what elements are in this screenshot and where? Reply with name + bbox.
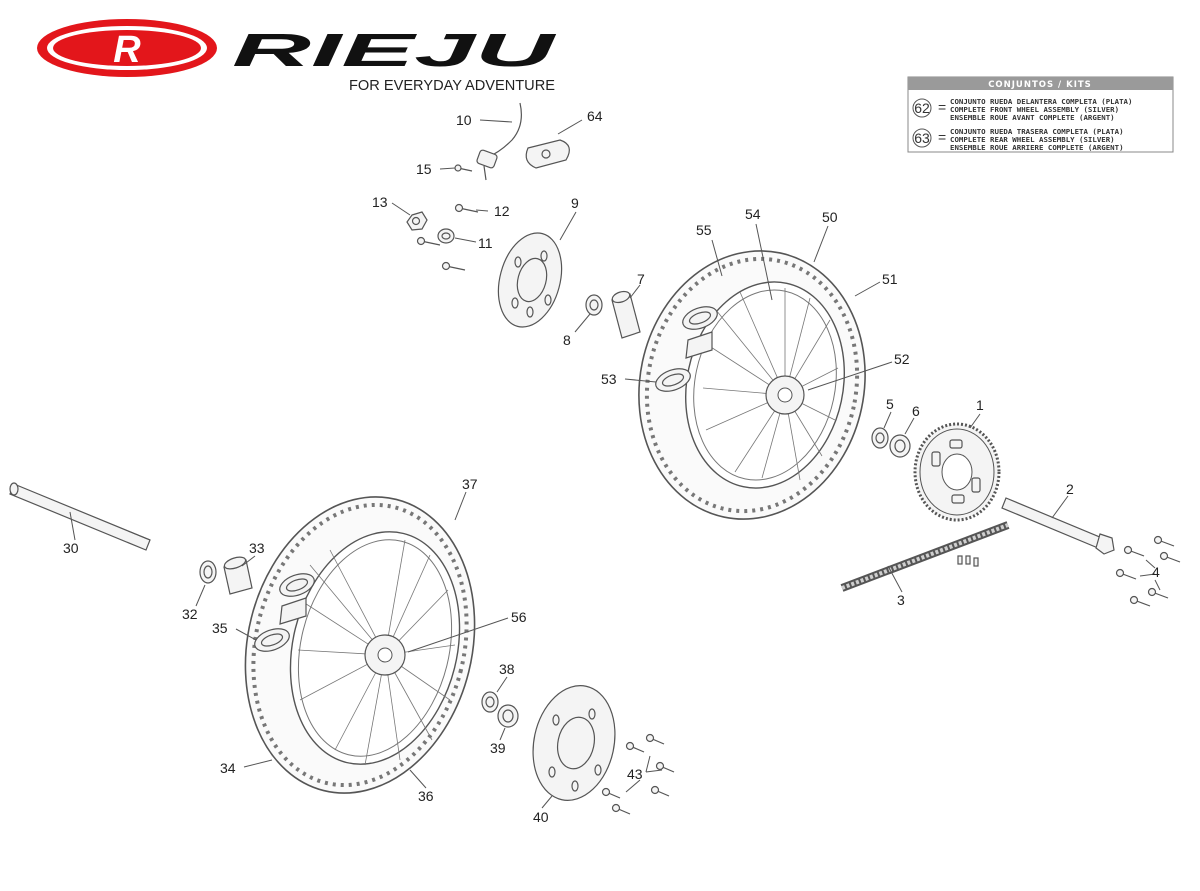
kit-desc-line: COMPLETE REAR WHEEL ASSEMBLY (SILVER) [950, 135, 1115, 144]
part-label-7: 7 [637, 271, 645, 287]
kit-desc-line: ENSEMBLE ROUE ARRIERE COMPLETE (ARGENT) [950, 143, 1124, 152]
part-label-64: 64 [587, 108, 603, 124]
brand-name: RIEJU [232, 24, 558, 76]
part-label-36: 36 [418, 788, 434, 804]
logo-mark-letter: R [113, 29, 141, 71]
part-label-12: 12 [494, 203, 510, 219]
part-label-30: 30 [63, 540, 79, 556]
part-label-40: 40 [533, 809, 549, 825]
part-label-32: 32 [182, 606, 198, 622]
part-label-37: 37 [462, 476, 478, 492]
rear-sprocket [913, 422, 1001, 522]
part-label-55: 55 [696, 222, 712, 238]
part-label-13: 13 [372, 194, 388, 210]
part-label-4: 4 [1152, 564, 1160, 580]
upper-spacers [585, 290, 641, 339]
part-label-50: 50 [822, 209, 838, 225]
front-axle [9, 482, 151, 551]
front-spacers [199, 556, 253, 595]
brand-tagline: FOR EVERYDAY ADVENTURE [349, 77, 555, 94]
part-label-1: 1 [976, 397, 984, 413]
kit-desc-line: CONJUNTO RUEDA DELANTERA COMPLETA (PLATA… [950, 97, 1132, 106]
part-label-9: 9 [571, 195, 579, 211]
kit-equals-sign: = [938, 129, 946, 145]
part-label-34: 34 [220, 760, 236, 776]
kit-equals-sign: = [938, 99, 946, 115]
part-label-35: 35 [212, 620, 228, 636]
part-label-39: 39 [490, 740, 506, 756]
part-label-3: 3 [897, 592, 905, 608]
sprocket-bolts [1115, 535, 1181, 607]
front-wheel-assembly [244, 496, 476, 794]
part-label-43: 43 [627, 766, 643, 782]
kit-desc-line: COMPLETE FRONT WHEEL ASSEMBLY (SILVER) [950, 105, 1119, 114]
part-label-51: 51 [882, 271, 898, 287]
kit-number: 62 [914, 100, 930, 116]
part-label-10: 10 [456, 112, 472, 128]
rear-wheel-assembly [638, 250, 866, 520]
drive-chain [840, 521, 1010, 592]
part-label-53: 53 [601, 371, 617, 387]
part-label-15: 15 [416, 161, 432, 177]
disc-bolts [406, 203, 479, 271]
part-label-33: 33 [249, 540, 265, 556]
rear-axle [1001, 497, 1115, 555]
part-label-11: 11 [478, 235, 493, 251]
rear-spacers [871, 427, 911, 458]
speed-sensor-parts [454, 102, 570, 181]
part-number-labels: 10 64 15 13 12 11 9 7 8 55 54 50 51 52 5… [63, 108, 1160, 825]
part-label-5: 5 [886, 396, 894, 412]
brake-disc-upper [497, 232, 563, 328]
kit-number: 63 [914, 130, 930, 146]
leader-lines [69, 119, 1161, 809]
lower-spacers [481, 691, 519, 728]
part-label-2: 2 [1066, 481, 1074, 497]
disc-bolts-lower [601, 733, 675, 815]
part-label-8: 8 [563, 332, 571, 348]
part-label-38: 38 [499, 661, 515, 677]
kits-title: CONJUNTOS / KITS [988, 80, 1092, 90]
part-label-52: 52 [894, 351, 910, 367]
brake-disc-lower [532, 685, 616, 801]
part-label-56: 56 [511, 609, 527, 625]
kits-legend: CONJUNTOS / KITS 62 = CONJUNTO RUEDA DEL… [907, 76, 1174, 153]
kit-desc-line: ENSEMBLE ROUE AVANT COMPLETE (ARGENT) [950, 113, 1115, 122]
part-label-54: 54 [745, 206, 761, 222]
part-label-6: 6 [912, 403, 920, 419]
kit-desc-line: CONJUNTO RUEDA TRASERA COMPLETA (PLATA) [950, 127, 1124, 136]
brand-logo: R RIEJU FOR EVERYDAY ADVENTURE [37, 19, 558, 94]
